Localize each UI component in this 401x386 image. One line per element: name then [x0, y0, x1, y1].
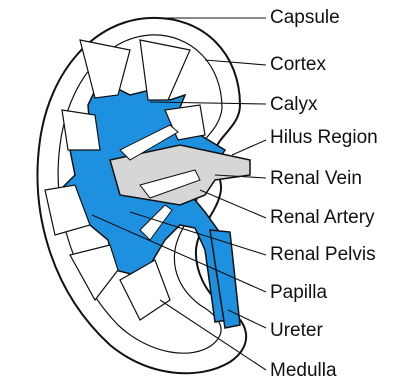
label-renal-artery: Renal Artery [270, 207, 375, 229]
label-hilus-region: Hilus Region [270, 127, 378, 149]
label-papilla: Papilla [270, 282, 327, 304]
label-renal-vein: Renal Vein [270, 168, 362, 190]
medullary-pyramid [80, 40, 130, 98]
leader-hilus [232, 140, 266, 155]
medullary-pyramid [62, 110, 100, 150]
label-calyx: Calyx [270, 94, 318, 116]
label-capsule: Capsule [270, 7, 340, 29]
medullary-pyramid [140, 40, 190, 100]
label-renal-pelvis: Renal Pelvis [270, 244, 376, 266]
leader-artery [200, 190, 266, 218]
label-ureter: Ureter [270, 320, 323, 342]
medullary-pyramid [70, 245, 118, 300]
label-medulla: Medulla [270, 360, 337, 382]
label-cortex: Cortex [270, 54, 326, 76]
leader-cortex [205, 60, 266, 65]
